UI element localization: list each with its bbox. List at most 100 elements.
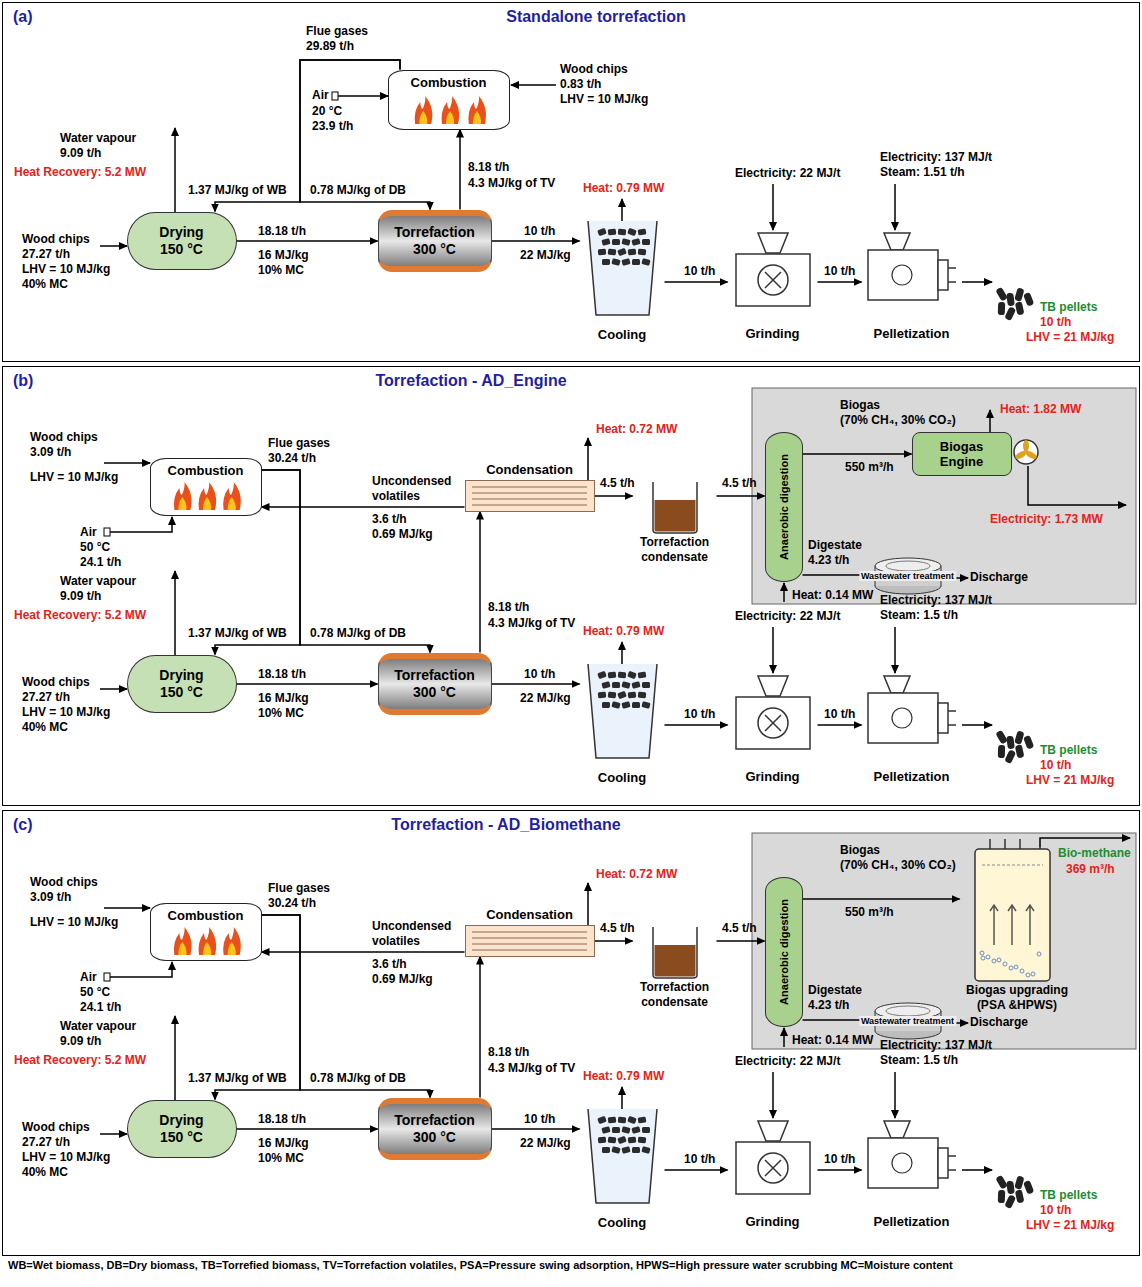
stream-label: Flue gases 29.89 t/h — [306, 24, 381, 54]
unit-label: Torrefaction — [394, 667, 475, 684]
pellet — [1023, 1180, 1034, 1195]
drawn-shape — [601, 681, 610, 689]
unit-label: Cooling — [580, 1215, 665, 1231]
stream-label: 16 MJ/kg 10% MC — [258, 1136, 320, 1166]
unit-label: Condensation — [455, 462, 605, 478]
upgrading-column: Biogas upgrading (PSA &HPWS) — [960, 835, 1075, 1013]
drawn-shape — [1014, 965, 1018, 969]
flow-connector — [237, 240, 378, 242]
equipment-icon — [960, 835, 1075, 983]
flow-arrow — [772, 627, 774, 673]
stream-label: Bio-methane — [1058, 846, 1131, 861]
panel-letter: (c) — [13, 816, 33, 834]
unit-label: 150 °C — [160, 1129, 203, 1146]
drawn-shape — [1020, 969, 1024, 973]
flow-arrow — [962, 1169, 992, 1171]
drawn-shape — [948, 268, 956, 282]
equipment-icon — [862, 1120, 962, 1190]
panel-title: Torrefaction - AD_Biomethane — [391, 816, 620, 834]
drawn-shape — [736, 254, 810, 306]
edge-label: 10 t/h — [824, 264, 855, 279]
drawn-shape — [597, 1136, 606, 1143]
edge-label: Uncondensed volatiles — [372, 919, 462, 949]
flow-arrow — [174, 571, 176, 655]
stream-label: Electricity: 137 MJ/t Steam: 1.5 t/h — [880, 593, 1020, 623]
grinder: Grinding — [728, 232, 818, 342]
drawn-shape — [601, 701, 609, 707]
flow-connector — [818, 281, 862, 283]
drawn-shape — [178, 942, 186, 955]
unit-label: Biogas upgrading (PSA &HPWS) — [960, 983, 1075, 1013]
flow-connector — [818, 724, 862, 726]
equipment-icon — [389, 96, 511, 126]
drawn-shape — [1026, 973, 1030, 977]
drawn-shape — [637, 248, 646, 255]
drawn-shape — [472, 486, 587, 487]
flow-connector — [492, 683, 580, 685]
stream-label: Heat: 0.79 MW — [583, 624, 664, 639]
drawn-shape — [203, 942, 211, 955]
stream-label: Electricity: 1.73 MW — [990, 512, 1103, 527]
stream-label: Discharge — [970, 1015, 1028, 1030]
stream-label: LHV = 21 MJ/kg — [1026, 1218, 1114, 1233]
flow-arrow — [174, 1016, 176, 1100]
unit-label: Torrefaction condensate — [633, 980, 717, 1010]
flow-connector — [818, 1169, 862, 1171]
stream-label: LHV = 10 MJ/kg 40% MC — [22, 705, 120, 735]
flow-connector — [665, 724, 728, 726]
stream-label: Air — [312, 88, 329, 103]
stream-label: LHV = 21 MJ/kg — [1026, 330, 1114, 345]
stream-label: Electricity: 137 MJ/t Steam: 1.51 t/h — [880, 150, 1020, 180]
stream-label: Air — [80, 525, 97, 540]
panel-letter: (a) — [13, 8, 33, 26]
panel-title: Torrefaction - AD_Engine — [375, 372, 566, 390]
dryer-vessel: Drying150 °C — [127, 212, 237, 270]
drawn-shape — [627, 691, 636, 698]
flow-connector — [595, 495, 633, 497]
flow-arrow — [104, 462, 150, 464]
drawn-shape — [621, 701, 630, 709]
drawn-shape — [601, 238, 610, 246]
pelletizer: Pelletization — [862, 675, 962, 785]
unit-label: Grinding — [728, 1214, 818, 1230]
drawn-shape — [597, 670, 607, 678]
stream-label: 16 MJ/kg 10% MC — [258, 248, 320, 278]
condenser-coils — [465, 925, 595, 957]
unit-label: Pelletization — [862, 769, 962, 785]
drawn-shape — [468, 96, 486, 124]
drawn-shape — [765, 715, 781, 731]
edge-label: 4.5 t/h — [600, 921, 635, 936]
drawn-shape — [938, 703, 948, 733]
stream-label: Heat: 0.72 MW — [596, 867, 677, 882]
stream-label: 20 °C 23.9 t/h — [312, 104, 362, 134]
drawn-shape — [607, 248, 616, 255]
unit-label: Condensation — [455, 907, 605, 923]
unit-label: Combustion — [168, 907, 244, 924]
flow-arrow — [100, 688, 127, 690]
drawn-shape — [1031, 972, 1035, 976]
equipment-icon — [862, 232, 962, 302]
stream-label: Air — [80, 970, 97, 985]
stream-label: 10 t/h — [1040, 1203, 1071, 1218]
torrefaction-reactor: Torrefaction300 °C — [378, 210, 492, 272]
edge-label: 8.18 t/h — [468, 160, 509, 175]
edge-label: 0.78 MJ/kg of DB — [310, 1071, 406, 1086]
pellet — [1015, 301, 1025, 315]
drawn-shape — [607, 1116, 616, 1123]
unit-label: Wastewater treatment — [859, 1016, 956, 1026]
flow-arrow — [338, 95, 388, 97]
drawn-shape — [758, 708, 788, 738]
flow-connector — [492, 240, 580, 242]
ad-region — [752, 833, 1136, 1049]
panel-frame: (a)Standalone torrefactionCombustionDryi… — [2, 2, 1140, 362]
pellet — [995, 730, 1008, 745]
stream-label: TB pellets — [1040, 1188, 1097, 1203]
stream-label: Wood chips 3.09 t/h — [30, 875, 110, 905]
stream-label: TB pellets — [1040, 743, 1097, 758]
edge-label: 1.37 MJ/kg of WB — [188, 1071, 287, 1086]
wastewater-tank: Wastewater treatment — [872, 556, 944, 596]
flow-arrow — [100, 1133, 127, 1135]
drawn-shape — [758, 676, 788, 696]
drawn-shape — [627, 1136, 636, 1143]
